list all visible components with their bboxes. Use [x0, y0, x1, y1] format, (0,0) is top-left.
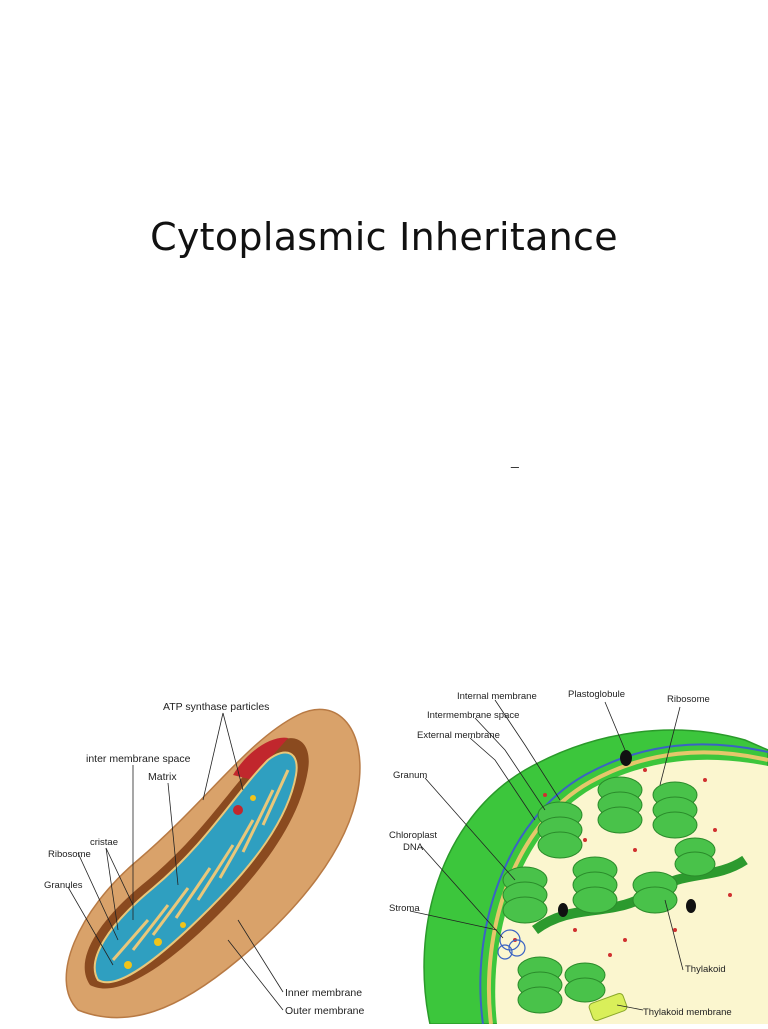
chloro-label-internal: Internal membrane	[457, 691, 537, 702]
stray-mark: _	[511, 452, 519, 468]
mito-label-inter: inter membrane space	[86, 753, 191, 765]
mitochondrion-granules	[124, 795, 256, 969]
chloroplast-illustration: Internal membrane Intermembrane space Ex…	[389, 689, 768, 1025]
chloro-label-ribosome: Ribosome	[667, 694, 710, 705]
mito-label-atp: ATP synthase particles	[163, 701, 269, 713]
mitochondrion-illustration: ATP synthase particles inter membrane sp…	[44, 701, 365, 1019]
chloroplast-thylakoid-membrane-highlight	[588, 993, 628, 1021]
chloro-label-plastoglobule: Plastoglobule	[568, 689, 625, 700]
mito-label-cristae: cristae	[90, 837, 118, 848]
chloro-label-stroma: Stroma	[389, 903, 420, 914]
mitochondrion-diagram: ATP synthase particles inter membrane sp…	[38, 680, 378, 1024]
chloro-label-granum: Granum	[393, 770, 427, 781]
mitochondrion-leader-lines	[67, 712, 284, 1011]
mito-label-ribosome: Ribosome	[48, 849, 91, 860]
mito-label-granules: Granules	[44, 880, 83, 891]
chloro-label-thylakoid: Thylakoid	[685, 964, 726, 975]
chloroplast-grana	[502, 776, 716, 1014]
slide-title: Cytoplasmic Inheritance	[150, 215, 618, 259]
mitochondrion-cristae	[111, 769, 290, 961]
chloro-label-dna-line2: DNA	[403, 842, 424, 853]
chloroplast-diagram: Internal membrane Intermembrane space Ex…	[385, 680, 768, 1025]
chloro-label-thylakoid-membrane: Thylakoid membrane	[643, 1007, 732, 1018]
chloroplast-plastoglobules	[558, 750, 696, 917]
chloroplast-dna	[497, 929, 526, 960]
chloroplast-ribosomes	[513, 768, 732, 957]
chloroplast-external-membrane	[479, 743, 768, 1025]
mito-label-outer: Outer membrane	[285, 1005, 365, 1017]
chloro-label-external: External membrane	[417, 730, 500, 741]
chloroplast-leader-lines	[409, 699, 684, 1011]
chloro-label-dna-line1: Chloroplast	[389, 830, 437, 841]
chloroplast-internal-membrane	[486, 750, 768, 1025]
mitochondrion-red-edge	[233, 737, 288, 780]
mito-label-inner: Inner membrane	[285, 987, 362, 999]
mito-label-matrix: Matrix	[148, 771, 177, 783]
chloro-label-intermembrane: Intermembrane space	[427, 710, 519, 721]
